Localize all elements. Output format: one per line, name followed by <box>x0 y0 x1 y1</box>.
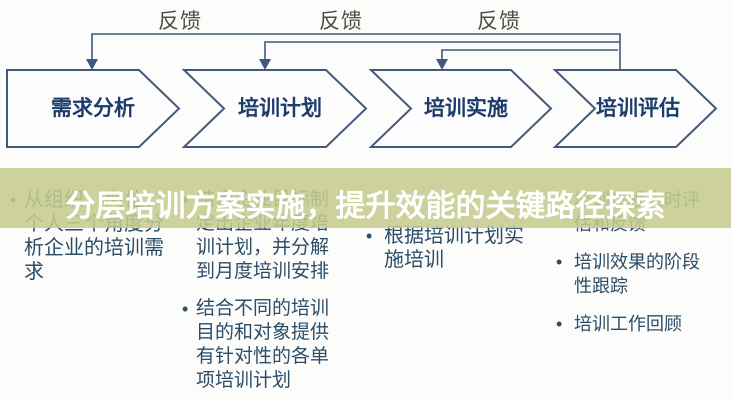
bullet-dot: • <box>366 226 373 246</box>
stage-shape-training-implementation <box>368 69 553 148</box>
list-item: • 结合不同的培训目的和对象提供有针对性的各单项培训计划 <box>182 297 334 393</box>
down-arrowhead-icon <box>259 59 271 70</box>
feedback-line-to-training-implementation <box>441 49 618 61</box>
feedback-label-3: 反馈 <box>477 10 521 33</box>
stage-shape-needs-analysis <box>6 69 181 148</box>
feedback-label-2: 反馈 <box>319 10 363 33</box>
feedback-line-to-needs-analysis <box>91 33 621 70</box>
list-item: • 根据培训计划实施培训 <box>366 224 526 272</box>
stage-shape-training-plan <box>181 69 368 148</box>
training-implementation-bullets: • 根据培训计划实施培训 <box>366 224 526 285</box>
bullet-dot: • <box>556 252 563 272</box>
down-arrowhead-icon <box>86 59 98 70</box>
bullet-text: 培训效果的阶段性跟踪 <box>574 252 700 296</box>
feedback-label-1: 反馈 <box>158 10 202 33</box>
flowchart-graphics <box>6 33 718 148</box>
page-title: 分层培训方案实施，提升效能的关键路径探索 <box>65 190 666 223</box>
title-overlay-band <box>0 168 731 228</box>
list-item: • 培训工作回顾 <box>556 312 706 336</box>
down-arrowhead-icon <box>436 59 448 70</box>
stage-title-training-evaluation: 培训评估 <box>596 97 680 120</box>
bullet-text: 结合不同的培训目的和对象提供有针对性的各单项培训计划 <box>196 298 330 391</box>
bullet-text: 培训工作回顾 <box>574 314 682 334</box>
list-item: • 培训效果的阶段性跟踪 <box>556 250 706 298</box>
stage-shape-training-evaluation <box>552 69 718 148</box>
bullet-dot: • <box>556 314 563 334</box>
feedback-line-to-training-plan <box>264 41 620 61</box>
bullet-text: 根据培训计划实施培训 <box>384 225 524 271</box>
stage-title-training-implementation: 培训实施 <box>424 97 508 120</box>
bullet-dot: • <box>182 299 189 319</box>
stage-title-training-plan: 培训计划 <box>238 97 322 120</box>
stage-title-needs-analysis: 需求分析 <box>51 97 135 120</box>
